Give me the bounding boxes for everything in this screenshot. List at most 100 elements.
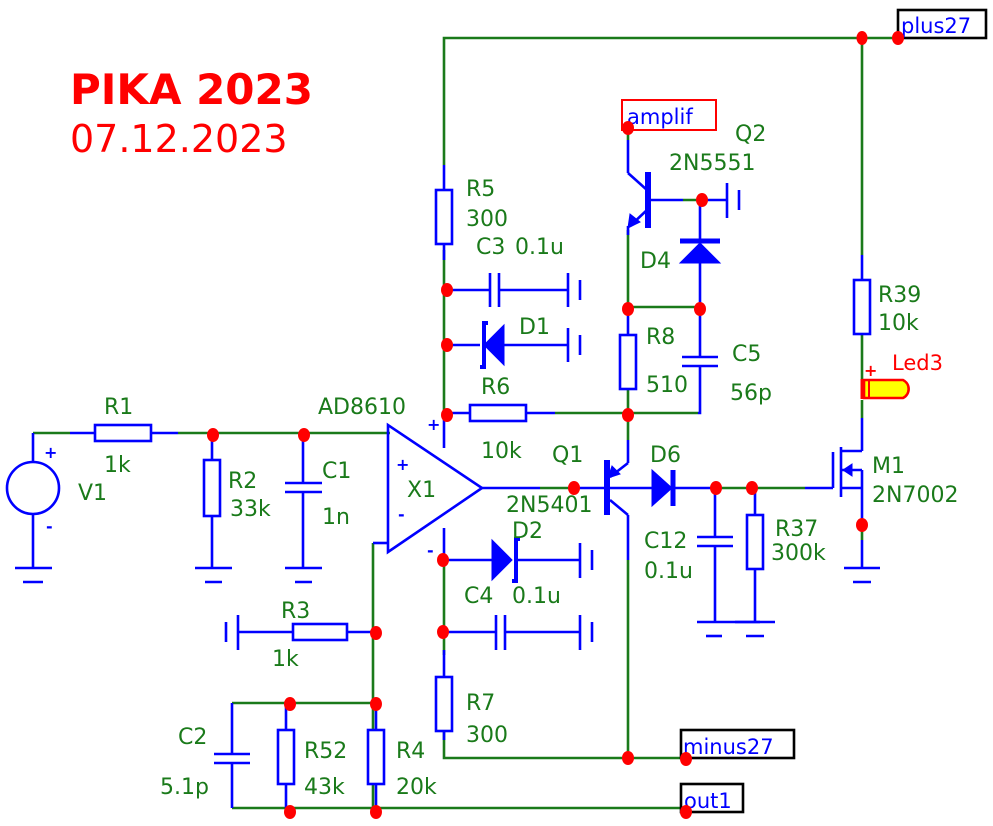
c12-value: 0.1u <box>644 559 693 584</box>
transistor-q1[interactable]: Q1 2N5401 <box>506 440 630 560</box>
zener-d2[interactable]: D2 <box>444 519 594 583</box>
q1-model: 2N5401 <box>506 493 592 518</box>
x1-supply-minus: - <box>427 541 434 560</box>
x1-model: AD8610 <box>318 395 406 420</box>
port-out1-label: out1 <box>684 789 732 813</box>
r8-value: 510 <box>646 373 688 398</box>
resistor-r3[interactable]: R3 1k <box>224 599 373 672</box>
resistor-r52[interactable]: R52 43k <box>276 703 347 808</box>
capacitor-c12[interactable]: C12 0.1u <box>644 488 760 638</box>
resistor-r39[interactable]: R39 10k <box>852 255 921 336</box>
resistor-r8[interactable]: R8 510 <box>618 307 688 398</box>
r52-label: R52 <box>304 739 347 764</box>
diode-d6[interactable]: D6 <box>607 443 715 508</box>
c3-value: 0.1u <box>515 235 564 260</box>
r4-value: 20k <box>396 775 437 800</box>
v1-minus-sign: - <box>46 517 53 536</box>
capacitor-c2[interactable]: C2 5.1p <box>160 703 250 808</box>
x1-label: X1 <box>407 478 436 503</box>
source-v1[interactable]: + - V1 <box>5 433 107 584</box>
capacitor-c5[interactable]: C5 56p <box>682 307 772 415</box>
date-text: 07.12.2023 <box>70 117 288 161</box>
junction-dot <box>622 302 634 316</box>
resistor-r7[interactable]: R7 300 <box>434 650 508 748</box>
resistor-r4[interactable]: R4 20k <box>366 703 437 808</box>
junction-dot <box>284 697 296 711</box>
junction-dot <box>441 283 453 297</box>
diode-d4[interactable]: D4 <box>640 200 722 307</box>
transistor-q2[interactable]: Q2 2N5551 <box>626 122 766 235</box>
r5-value: 300 <box>466 207 508 232</box>
r37-label: R37 <box>775 517 818 542</box>
resistor-r37[interactable]: R37 300k <box>735 488 826 638</box>
c4-value: 0.1u <box>512 584 561 609</box>
r52-value: 43k <box>304 775 345 800</box>
r6-label: R6 <box>481 375 510 400</box>
c1-value: 1n <box>322 505 350 530</box>
port-minus27-label: minus27 <box>683 735 774 759</box>
junction-dot <box>746 481 758 495</box>
d4-label: D4 <box>640 249 671 274</box>
r2-label: R2 <box>228 469 257 494</box>
junction-dot <box>622 121 634 135</box>
q2-model: 2N5551 <box>669 151 755 176</box>
port-plus27[interactable]: plus27 <box>896 8 988 40</box>
r3-label: R3 <box>281 599 310 624</box>
capacitor-c1[interactable]: C1 1n <box>285 433 351 584</box>
mosfet-m1[interactable]: M1 2N7002 <box>805 418 958 584</box>
junction-dot <box>441 338 453 352</box>
junction-dot <box>622 408 634 422</box>
r5-label: R5 <box>466 177 495 202</box>
junction-dot <box>370 697 382 711</box>
m1-model: 2N7002 <box>872 483 958 508</box>
r2-value: 33k <box>230 497 271 522</box>
junction-dot <box>437 625 449 639</box>
junction-dot <box>370 626 382 640</box>
c2-value: 5.1p <box>160 775 209 800</box>
d1-label: D1 <box>519 315 550 340</box>
junction-dot <box>680 805 692 819</box>
resistor-r2[interactable]: R2 33k <box>195 433 271 584</box>
junction-dot <box>207 428 219 442</box>
c3-label: C3 <box>476 235 505 260</box>
capacitor-c3[interactable]: C3 0.1u <box>444 235 582 307</box>
resistor-r6[interactable]: R6 10k <box>444 375 555 464</box>
r39-value: 10k <box>878 311 919 336</box>
r7-value: 300 <box>466 723 508 748</box>
r3-value: 1k <box>272 647 299 672</box>
junction-dot <box>696 193 708 207</box>
c2-label: C2 <box>178 725 207 750</box>
resistor-r5[interactable]: R5 300 <box>434 165 508 260</box>
r4-label: R4 <box>396 739 425 764</box>
c4-label: C4 <box>464 584 493 609</box>
resistor-r1[interactable]: R1 1k <box>70 395 178 478</box>
r8-label: R8 <box>646 325 675 350</box>
c5-value: 56p <box>730 381 772 406</box>
x1-supply-plus: + <box>427 415 440 434</box>
v1-plus-sign: + <box>44 443 57 462</box>
opamp-x1[interactable]: AD8610 + - X1 + - <box>318 395 540 560</box>
port-minus27[interactable]: minus27 <box>679 728 796 760</box>
junction-dot <box>441 408 453 422</box>
junction-dot <box>892 31 904 45</box>
r1-label: R1 <box>104 395 133 420</box>
port-out1[interactable]: out1 <box>679 782 745 814</box>
q2-label: Q2 <box>735 122 766 147</box>
d2-label: D2 <box>512 519 543 544</box>
junctions <box>207 31 904 819</box>
zener-d1[interactable]: D1 <box>444 315 582 369</box>
port-amplif[interactable]: amplif <box>621 99 717 131</box>
capacitor-c4[interactable]: C4 0.1u <box>444 584 594 650</box>
m1-label: M1 <box>872 454 905 479</box>
title-text: PIKA 2023 <box>70 65 313 114</box>
junction-dot <box>694 302 706 316</box>
junction-dot <box>680 752 692 766</box>
junction-dot <box>437 553 449 567</box>
c1-label: C1 <box>322 459 351 484</box>
c5-label: C5 <box>732 342 761 367</box>
led3-label: Led3 <box>892 351 943 375</box>
led-led3[interactable]: + Led3 <box>860 351 943 400</box>
r39-label: R39 <box>878 283 921 308</box>
r6-value: 10k <box>481 439 522 464</box>
